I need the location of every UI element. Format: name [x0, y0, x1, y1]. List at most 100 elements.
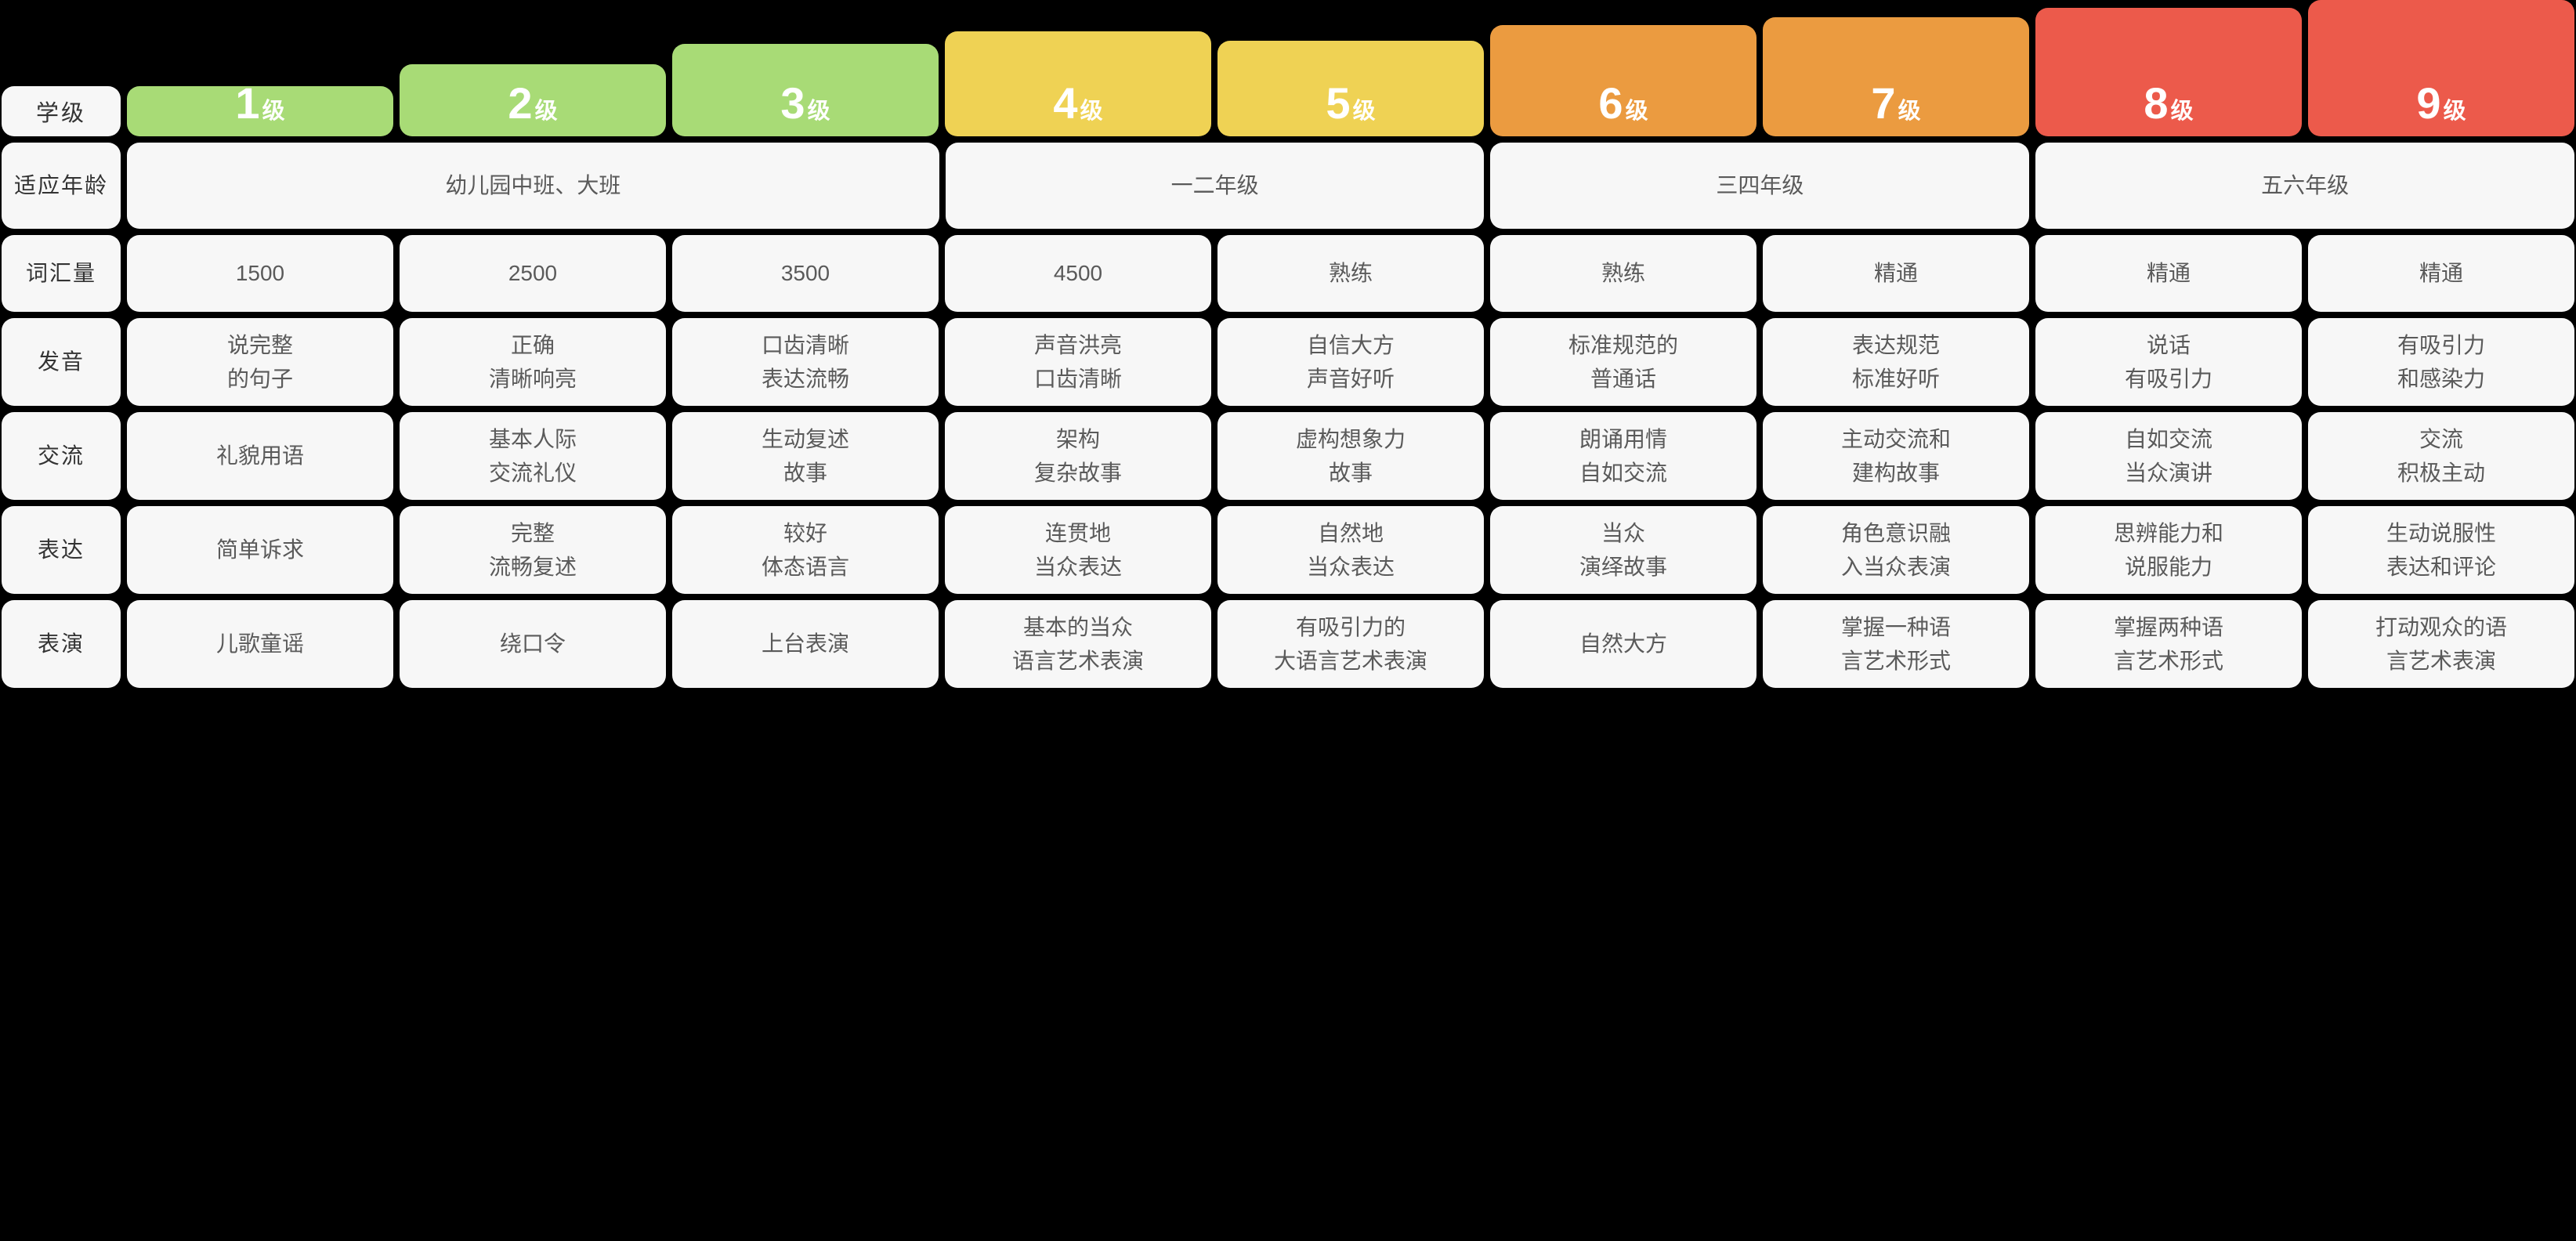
cell-pronunciation-4[interactable]: 声音洪亮口齿清晰 [945, 318, 1211, 406]
cell-text-line: 掌握一种语 [1840, 614, 1951, 639]
cell-text-line: 精通 [2146, 261, 2191, 286]
cell-text-line: 当众 [1601, 520, 1645, 545]
cell-communication-7[interactable]: 主动交流和建构故事 [1763, 412, 2029, 500]
header-level-number: 3 [780, 78, 805, 128]
cell-text-line: 掌握两种语 [2113, 614, 2223, 639]
cell-performance-9[interactable]: 打动观众的语言艺术表演 [2308, 600, 2574, 688]
cell-age-2[interactable]: 一二年级 [945, 143, 1485, 229]
cell-performance-2[interactable]: 绕口令 [400, 600, 666, 688]
cell-text-line: 正确 [510, 332, 555, 357]
cell-vocab-9[interactable]: 精通 [2308, 235, 2574, 312]
cell-text-line: 当众表达 [1306, 555, 1395, 579]
cell-performance-7[interactable]: 掌握一种语言艺术形式 [1763, 600, 2029, 688]
table-row-communication: 交流礼貌用语基本人际交流礼仪生动复述故事架构复杂故事虚构想象力故事朗诵用情自如交… [0, 412, 2576, 500]
cell-vocab-6[interactable]: 熟练 [1490, 235, 1757, 312]
cell-text-line: 表达规范 [1851, 332, 1940, 357]
cell-pronunciation-9[interactable]: 有吸引力和感染力 [2308, 318, 2574, 406]
header-level-number: 2 [508, 78, 533, 128]
cell-communication-3[interactable]: 生动复述故事 [672, 412, 939, 500]
header-level-suffix: 级 [2170, 99, 2194, 124]
cell-expression-6[interactable]: 当众演绎故事 [1490, 506, 1757, 594]
cell-age-4[interactable]: 五六年级 [2035, 143, 2575, 229]
cell-performance-1[interactable]: 儿歌童谣 [127, 600, 393, 688]
header-level-number: 6 [1598, 78, 1623, 128]
cell-performance-5[interactable]: 有吸引力的大语言艺术表演 [1217, 600, 1484, 688]
cell-text-line: 清晰响亮 [488, 367, 577, 391]
cell-text-line: 语言艺术表演 [1011, 649, 1144, 673]
cell-text-line: 礼貌用语 [215, 443, 304, 469]
cell-communication-5[interactable]: 虚构想象力故事 [1217, 412, 1484, 500]
table-row-expression: 表达简单诉求完整流畅复述较好体态语言连贯地当众表达自然地当众表达当众演绎故事角色… [0, 506, 2576, 594]
cell-text-line: 当众表达 [1033, 555, 1122, 579]
cell-expression-7[interactable]: 角色意识融入当众表演 [1763, 506, 2029, 594]
cell-performance-6[interactable]: 自然大方 [1490, 600, 1757, 688]
cell-age-1[interactable]: 幼儿园中班、大班 [127, 143, 939, 229]
cell-expression-8[interactable]: 思辨能力和说服能力 [2035, 506, 2302, 594]
cell-expression-4[interactable]: 连贯地当众表达 [945, 506, 1211, 594]
cell-text-line: 言艺术形式 [1840, 649, 1951, 673]
cell-vocab-8[interactable]: 精通 [2035, 235, 2302, 312]
cell-pronunciation-3[interactable]: 口齿清晰表达流畅 [672, 318, 939, 406]
header-level-suffix: 级 [1352, 99, 1376, 124]
cell-vocab-4[interactable]: 4500 [945, 235, 1211, 312]
cell-pronunciation-1[interactable]: 说完整的句子 [127, 318, 393, 406]
header-level-suffix: 级 [1625, 99, 1648, 124]
cell-pronunciation-7[interactable]: 表达规范标准好听 [1763, 318, 2029, 406]
cell-pronunciation-5[interactable]: 自信大方声音好听 [1217, 318, 1484, 406]
cell-text-line: 五六年级 [2261, 173, 2350, 198]
cell-text-line: 自然大方 [1579, 631, 1667, 657]
cell-performance-3[interactable]: 上台表演 [672, 600, 939, 688]
cell-text-line: 说服能力 [2124, 555, 2212, 579]
header-level-suffix: 级 [807, 99, 830, 124]
cell-communication-6[interactable]: 朗诵用情自如交流 [1490, 412, 1757, 500]
cell-communication-4[interactable]: 架构复杂故事 [945, 412, 1211, 500]
cell-vocab-1[interactable]: 1500 [127, 235, 393, 312]
cell-text-line: 绕口令 [499, 631, 566, 657]
header-level-suffix: 级 [262, 99, 285, 124]
cell-expression-2[interactable]: 完整流畅复述 [400, 506, 666, 594]
cell-communication-2[interactable]: 基本人际交流礼仪 [400, 412, 666, 500]
cell-expression-9[interactable]: 生动说服性表达和评论 [2308, 506, 2574, 594]
cell-pronunciation-2[interactable]: 正确清晰响亮 [400, 318, 666, 406]
cell-text-line: 2500 [508, 261, 558, 286]
cell-communication-9[interactable]: 交流积极主动 [2308, 412, 2574, 500]
header-level-suffix: 级 [2443, 99, 2466, 124]
cell-text-line: 有吸引力的 [1295, 614, 1406, 639]
header-level-suffix: 级 [534, 99, 558, 124]
cell-expression-1[interactable]: 简单诉求 [127, 506, 393, 594]
cell-text-line: 三四年级 [1716, 173, 1804, 198]
cell-text-line: 精通 [2419, 261, 2463, 286]
cell-text-line: 自然地 [1317, 520, 1384, 545]
cell-text-line: 有吸引力 [2397, 332, 2485, 357]
cell-communication-8[interactable]: 自如交流当众演讲 [2035, 412, 2302, 500]
cell-performance-4[interactable]: 基本的当众语言艺术表演 [945, 600, 1211, 688]
cell-pronunciation-6[interactable]: 标准规范的普通话 [1490, 318, 1757, 406]
header-level-number: 1 [235, 78, 260, 128]
cell-communication-1[interactable]: 礼貌用语 [127, 412, 393, 500]
cell-vocab-2[interactable]: 2500 [400, 235, 666, 312]
cell-pronunciation-8[interactable]: 说话有吸引力 [2035, 318, 2302, 406]
cell-expression-3[interactable]: 较好体态语言 [672, 506, 939, 594]
cell-vocab-5[interactable]: 熟练 [1217, 235, 1484, 312]
cell-age-3[interactable]: 三四年级 [1490, 143, 2030, 229]
cell-performance-8[interactable]: 掌握两种语言艺术形式 [2035, 600, 2302, 688]
cell-text-line: 言艺术形式 [2113, 649, 2223, 673]
cell-expression-5[interactable]: 自然地当众表达 [1217, 506, 1484, 594]
cell-text-line: 和感染力 [2397, 367, 2485, 391]
cell-text-line: 思辨能力和 [2113, 520, 2223, 545]
cell-text-line: 自如交流 [2124, 426, 2212, 451]
cell-vocab-3[interactable]: 3500 [672, 235, 939, 312]
cell-vocab-7[interactable]: 精通 [1763, 235, 2029, 312]
